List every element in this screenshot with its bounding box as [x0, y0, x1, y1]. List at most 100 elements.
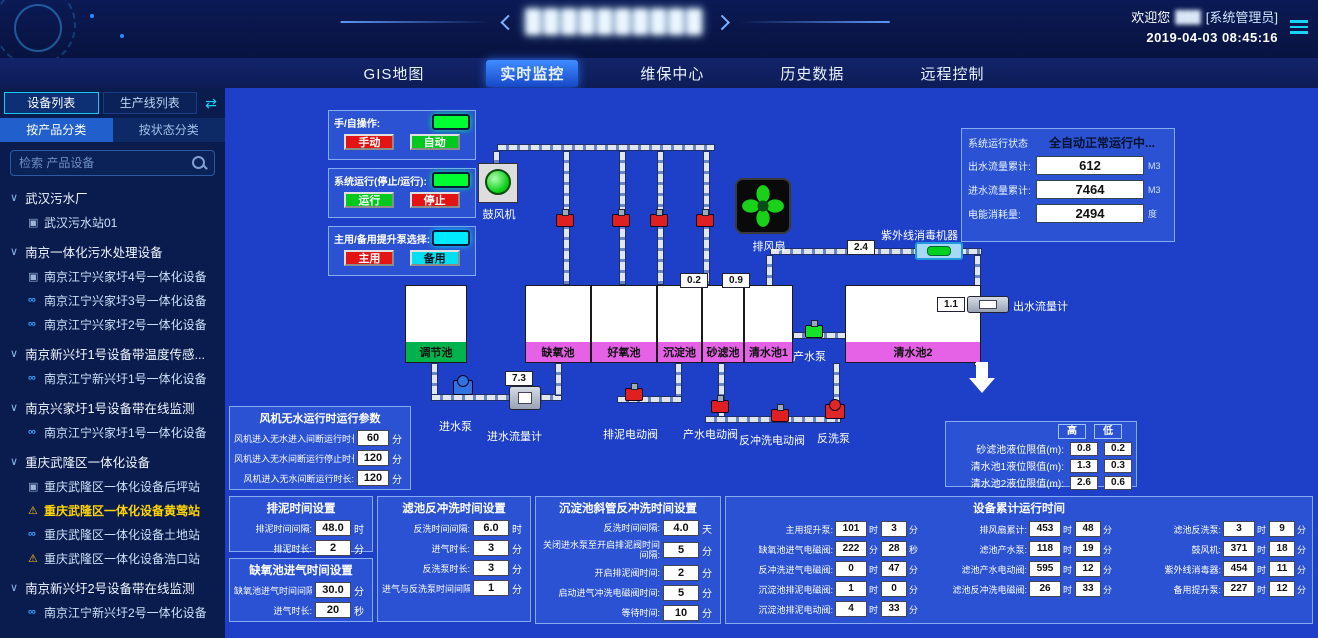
tree-row[interactable]: 南京一体化污水处理设备 [0, 238, 225, 264]
nav-item[interactable]: 历史数据 [780, 65, 845, 83]
tree-row[interactable]: 南京兴家圩1号设备带在线监测 [0, 394, 225, 420]
nav-item[interactable]: 实时监控 [486, 59, 579, 87]
tree-row[interactable]: 武汉污水厂 [0, 184, 225, 210]
chevron-down-icon[interactable] [10, 191, 18, 204]
tree-row[interactable]: 南京江宁兴家圩4号一体化设备 [0, 264, 225, 288]
run-button[interactable]: 运行 [344, 192, 395, 208]
tree-row[interactable]: 南京江宁兴家圩2号一体化设备 [0, 312, 225, 336]
param-value-input[interactable]: 48.0 [315, 520, 351, 536]
tab-production-line-list[interactable]: 生产线列表 [102, 92, 197, 114]
runtime-col: 滤池反洗泵: 3 时 9 分 鼓风机: 371 时 18 分 [1117, 517, 1309, 621]
tree-row[interactable]: 重庆武隆区一体化设备土地站 [0, 522, 225, 546]
chevron-down-icon[interactable] [10, 347, 18, 360]
param-value-input[interactable]: 30.0 [315, 582, 351, 598]
param-value-input[interactable]: 5 [663, 584, 699, 601]
param-value-input[interactable]: 2 [315, 540, 351, 556]
chevron-down-icon[interactable] [10, 581, 18, 594]
tree-row[interactable]: 南京江宁兴家圩3号一体化设备 [0, 288, 225, 312]
param-value-input[interactable]: 5 [663, 542, 699, 559]
chevron-down-icon[interactable] [10, 245, 18, 258]
fan-icon [742, 185, 784, 227]
runtime-value: 33 [1075, 581, 1101, 597]
level-limit-high-input[interactable]: 0.8 [1070, 441, 1098, 456]
param-row: 排泥时长: 2 分 [234, 540, 368, 556]
param-value-input[interactable]: 120 [357, 450, 389, 466]
runtime-row: 沉淀池排泥电动阀: 4 时 33 分 [731, 601, 919, 617]
tree-row[interactable]: 重庆武隆区一体化设备后坪站 [0, 474, 225, 498]
param-value-input[interactable]: 10 [663, 604, 699, 621]
level-limit-low-input[interactable]: 0.3 [1104, 458, 1132, 473]
manual-button[interactable]: 手动 [344, 134, 395, 150]
chevron-down-icon[interactable] [10, 401, 18, 414]
status-row-value: 7464 [1036, 180, 1144, 199]
param-value-input[interactable]: 6.0 [473, 520, 509, 536]
param-value-input[interactable]: 2 [663, 564, 699, 581]
outflow-arrow-icon [969, 378, 995, 393]
param-value-input[interactable]: 3 [473, 540, 509, 556]
runtime-unit: 时 [1257, 524, 1267, 535]
param-value-input[interactable]: 3 [473, 560, 509, 576]
level-limit-high-input[interactable]: 1.3 [1070, 458, 1098, 473]
status-row-label: 电能消耗量: [968, 210, 1021, 221]
tree-row[interactable]: 武汉污水站01 [0, 210, 225, 234]
level-limit-high-input[interactable]: 2.6 [1070, 475, 1098, 490]
backup-pump-button[interactable]: 备用 [409, 250, 460, 266]
status-state-label: 系统运行状态 [968, 139, 1028, 150]
param-row: 反洗时间间隔: 6.0 时 [382, 520, 526, 536]
tab-by-status[interactable]: 按状态分类 [112, 118, 225, 142]
runtime-unit: 分 [909, 524, 919, 535]
menu-icon[interactable] [1290, 17, 1308, 37]
runtime-unit: 时 [1063, 544, 1073, 555]
tab-by-product[interactable]: 按产品分类 [0, 118, 113, 142]
uv-sterilizer-device [915, 242, 963, 260]
nav-item[interactable]: 远程控制 [920, 65, 985, 83]
stop-button[interactable]: 停止 [409, 192, 460, 208]
tree-item-icon [28, 504, 44, 517]
param-value-input[interactable]: 20 [315, 602, 351, 618]
tab-device-list[interactable]: 设备列表 [4, 92, 99, 114]
tree-row[interactable]: 南京江宁兴家圩1号一体化设备 [0, 420, 225, 444]
decor-chevron [714, 14, 730, 30]
runtime-value: 12 [1269, 581, 1295, 597]
tree-row[interactable]: 南京江宁新兴圩1号一体化设备 [0, 366, 225, 390]
panel-rows: 反洗时间间隔: 6.0 时 进气时长: 3 分 反洗泵时长: 3 分 [378, 520, 530, 596]
level-limit-low-input[interactable]: 0.6 [1104, 475, 1132, 490]
param-unit: 分 [702, 569, 712, 581]
tree-row[interactable]: 重庆武隆区一体化设备浩口站 [0, 546, 225, 570]
auto-button[interactable]: 自动 [409, 134, 460, 150]
param-unit: 分 [512, 564, 522, 576]
tree-row[interactable]: 南京江宁新兴圩2号一体化设备 [0, 600, 225, 624]
tree-row[interactable]: 重庆武隆区一体化设备黄莺站 [0, 498, 225, 522]
inlet-flowmeter-label: 进水流量计 [487, 431, 542, 443]
param-value-input[interactable]: 1 [473, 580, 509, 596]
tree-row[interactable]: 南京新兴圩2号设备带在线监测 [0, 574, 225, 600]
param-row: 启动进气冲洗电磁阀时间: 5 分 [540, 584, 716, 601]
search-icon[interactable] [192, 156, 205, 169]
nav-item[interactable]: GIS地图 [363, 65, 425, 83]
tank-label: 清水池2 [846, 342, 980, 362]
search-input[interactable] [10, 150, 215, 176]
param-unit: 时 [512, 524, 522, 536]
runtime-value: 28 [881, 541, 907, 557]
tree-row[interactable]: 南京新兴圩1号设备带温度传感... [0, 340, 225, 366]
panel-title: 沉淀池斜管反冲洗时间设置 [559, 503, 697, 515]
primary-pump-button[interactable]: 主用 [344, 250, 395, 266]
username-redacted: ███ [1175, 9, 1201, 24]
tank-sedimentation: 沉淀池 [657, 285, 702, 363]
param-value-input[interactable]: 120 [357, 470, 389, 486]
runtime-unit: 分 [1297, 584, 1307, 595]
runtime-unit: 分 [909, 564, 919, 575]
level-limit-low-input[interactable]: 0.2 [1104, 441, 1132, 456]
param-label: 缺氧池进气时间间隔: [234, 585, 312, 596]
tree-item-label: 南京新兴圩1号设备带温度传感... [25, 347, 205, 362]
tree-row[interactable]: 重庆武隆区一体化设备 [0, 448, 225, 474]
sludge-valve-label: 排泥电动阀 [603, 429, 658, 441]
tree-item-label: 重庆武隆区一体化设备后坪站 [44, 479, 201, 494]
chevron-down-icon[interactable] [10, 455, 18, 468]
param-unit: 天 [702, 524, 712, 536]
param-value-input[interactable]: 60 [357, 430, 389, 446]
tank-label: 清水池1 [745, 342, 792, 362]
param-value-input[interactable]: 4.0 [663, 520, 699, 536]
nav-item[interactable]: 维保中心 [640, 65, 705, 83]
swap-icon[interactable] [201, 95, 221, 112]
